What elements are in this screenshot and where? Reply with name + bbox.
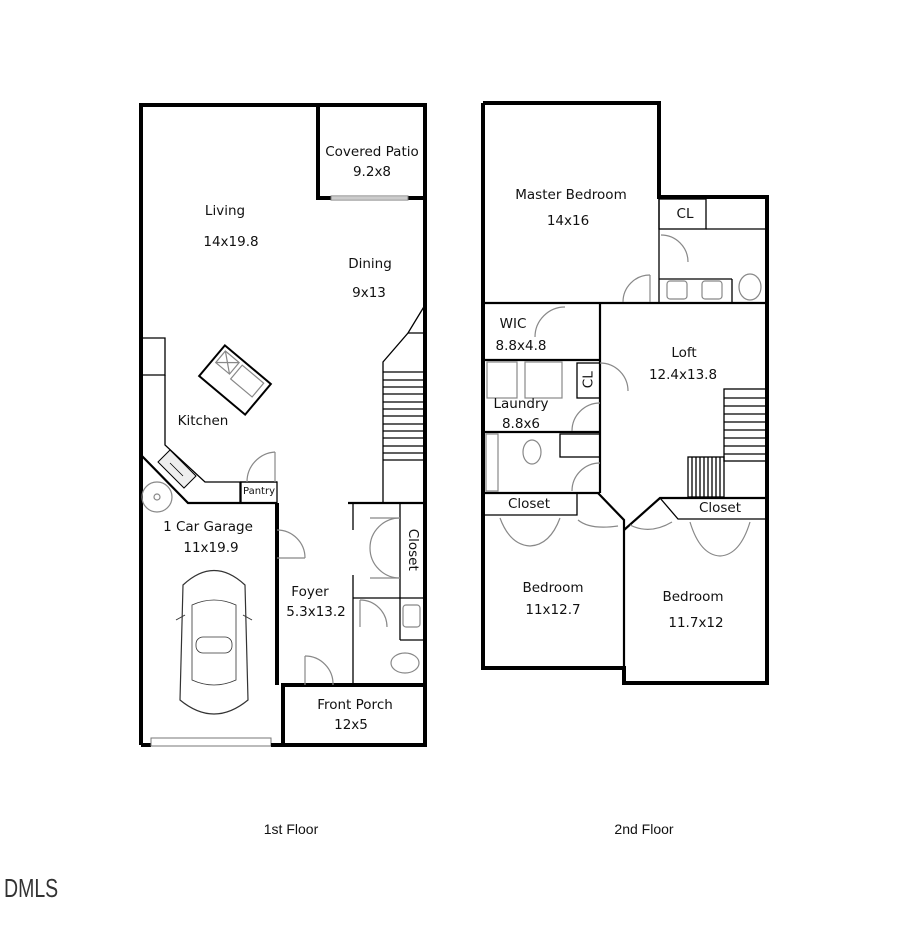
room-dims-master-bedroom: 14x16: [546, 213, 590, 229]
toilet-icon: [390, 652, 420, 674]
room-name-foyer: Foyer: [291, 584, 329, 600]
room-dims-bedroom-3: 11.7x12: [668, 615, 724, 631]
room-name-dining: Dining: [348, 256, 392, 272]
sink-icon: [402, 604, 421, 628]
dryer-icon: [524, 361, 563, 399]
room-dims-garage: 11x19.9: [183, 540, 239, 556]
floor-title-1st: 1st Floor: [263, 821, 319, 837]
toilet-icon: [738, 273, 762, 301]
room-name-kitchen: Kitchen: [177, 413, 229, 429]
room-name-loft: Loft: [671, 345, 697, 361]
room-name-laundry: Laundry: [493, 396, 549, 412]
staircase-2f: [687, 388, 767, 498]
stove-icon: [157, 449, 197, 489]
room-dims-front-porch: 12x5: [334, 717, 368, 733]
room-name-front-porch: Front Porch: [317, 697, 393, 713]
staircase-1f: [348, 304, 426, 505]
car-icon: [175, 570, 253, 715]
room-name-bedroom-2: Bedroom: [522, 580, 584, 596]
room-dims-dining: 9x13: [352, 285, 386, 301]
floor-title-2nd: 2nd Floor: [614, 821, 674, 837]
room-name-bedroom-3: Bedroom: [662, 589, 724, 605]
room-name-cl-master: CL: [676, 206, 694, 222]
room-name-garage: 1 Car Garage: [163, 519, 253, 535]
room-name-living: Living: [204, 203, 246, 219]
room-dims-living: 14x19.8: [203, 234, 259, 250]
room-dims-loft: 12.4x13.8: [648, 367, 718, 383]
kitchen-island-icon: [197, 343, 273, 417]
room-name-closet-1f: Closet: [404, 528, 421, 571]
water-heater-icon: [141, 481, 173, 513]
first-floor-walls: [139, 103, 427, 747]
pantry-door-icon: [246, 451, 276, 483]
room-name-closet-bedroom2: Closet: [507, 496, 551, 512]
room-name-wic: WIC: [499, 316, 527, 332]
room-name-pantry: Pantry: [243, 486, 275, 497]
room-name-covered-patio: Covered Patio: [325, 144, 419, 160]
washer-icon: [486, 361, 518, 399]
room-dims-wic: 8.8x4.8: [495, 338, 547, 354]
room-name-closet-bedroom3: Closet: [698, 500, 742, 516]
second-floor-walls: [481, 101, 769, 685]
bathtub-icon: [485, 433, 499, 492]
room-dims-bedroom-2: 11x12.7: [525, 602, 581, 618]
room-dims-laundry: 8.8x6: [501, 416, 541, 432]
room-name-cl-laundry: CL: [580, 371, 597, 389]
room-dims-foyer: 5.3x13.2: [286, 604, 346, 620]
room-name-master-bedroom: Master Bedroom: [515, 187, 627, 203]
watermark-logo: DMLS: [4, 873, 59, 903]
room-dims-covered-patio: 9.2x8: [352, 164, 392, 180]
